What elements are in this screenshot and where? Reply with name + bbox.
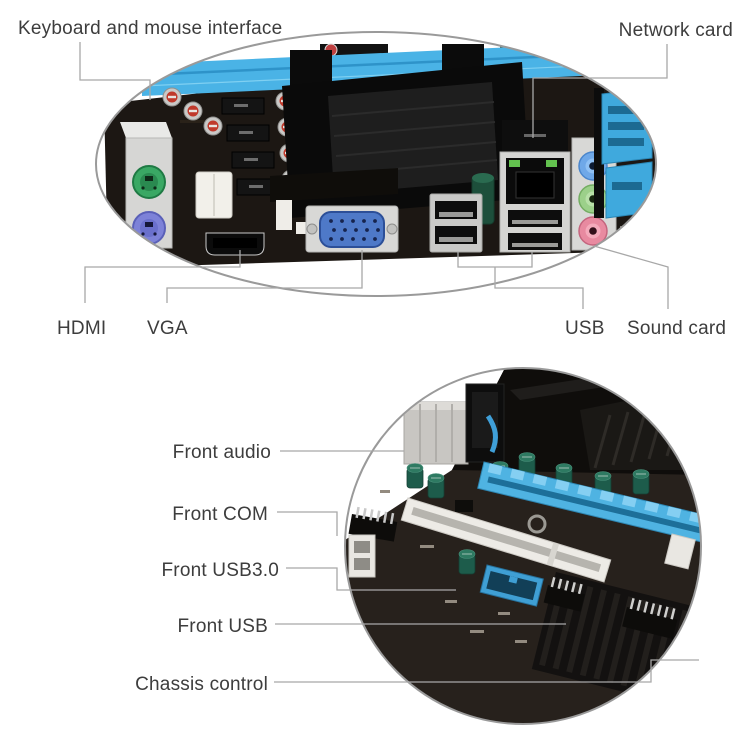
label-keyboard-mouse: Keyboard and mouse interface (18, 18, 282, 39)
chassis-panel-header (622, 598, 678, 639)
screw-hole (527, 514, 547, 534)
silkscreen-mark (638, 240, 648, 243)
hdmi-port (205, 232, 265, 256)
label-sound-card: Sound card (627, 318, 726, 339)
label-usb: USB (565, 318, 605, 339)
leader-front-usb3 (286, 567, 456, 591)
silkscreen-marks (380, 490, 527, 643)
label-hdmi: HDMI (57, 318, 106, 339)
vga-port (305, 205, 399, 253)
front-usb-header (543, 576, 585, 612)
label-front-com: Front COM (172, 504, 268, 525)
extra-header (683, 612, 701, 637)
front-com-slot (354, 558, 370, 570)
lan-led (546, 160, 557, 167)
bottom-circle-outline (344, 367, 702, 725)
usb-port (508, 210, 562, 227)
leader-vga (166, 250, 363, 303)
pci-slot (400, 497, 612, 583)
fan-header (276, 200, 292, 230)
lan-led (509, 160, 520, 167)
leader-sound-card (593, 245, 669, 309)
ic-chip (455, 500, 473, 512)
capacitor-top (472, 173, 494, 183)
front-usb3-header (479, 564, 544, 607)
leader-network-card (532, 44, 668, 138)
leader-keyboard-mouse (79, 42, 151, 100)
io-shield-plate (270, 168, 398, 202)
leader-hdmi (84, 250, 241, 303)
pcie-x16-slot (477, 461, 701, 550)
power-connector-white (664, 533, 696, 570)
usb-port (508, 233, 562, 250)
sata-connectors (594, 87, 653, 219)
rear-io-photo (96, 32, 656, 296)
label-front-usb3: Front USB3.0 (161, 560, 279, 581)
pcb-trace (180, 120, 210, 123)
leader-lines (79, 42, 699, 683)
io-shield-block (403, 401, 469, 465)
front-com-slot (354, 541, 370, 553)
ps2-ports (120, 122, 173, 249)
usb-ports-left (429, 193, 483, 253)
label-front-audio: Front audio (173, 442, 271, 463)
vrm-chokes (221, 97, 280, 196)
label-vga: VGA (147, 318, 188, 339)
heatsink-fins (593, 399, 701, 469)
label-front-usb: Front USB (178, 616, 269, 637)
leader-chassis-control (274, 659, 699, 683)
leader-front-com (277, 511, 338, 536)
leader-usb (457, 252, 584, 309)
ethernet-port (499, 120, 571, 253)
blue-cable (485, 414, 498, 453)
label-network-card: Network card (619, 20, 733, 41)
label-chassis-control: Chassis control (135, 674, 268, 695)
top-circle-outline (95, 31, 657, 297)
